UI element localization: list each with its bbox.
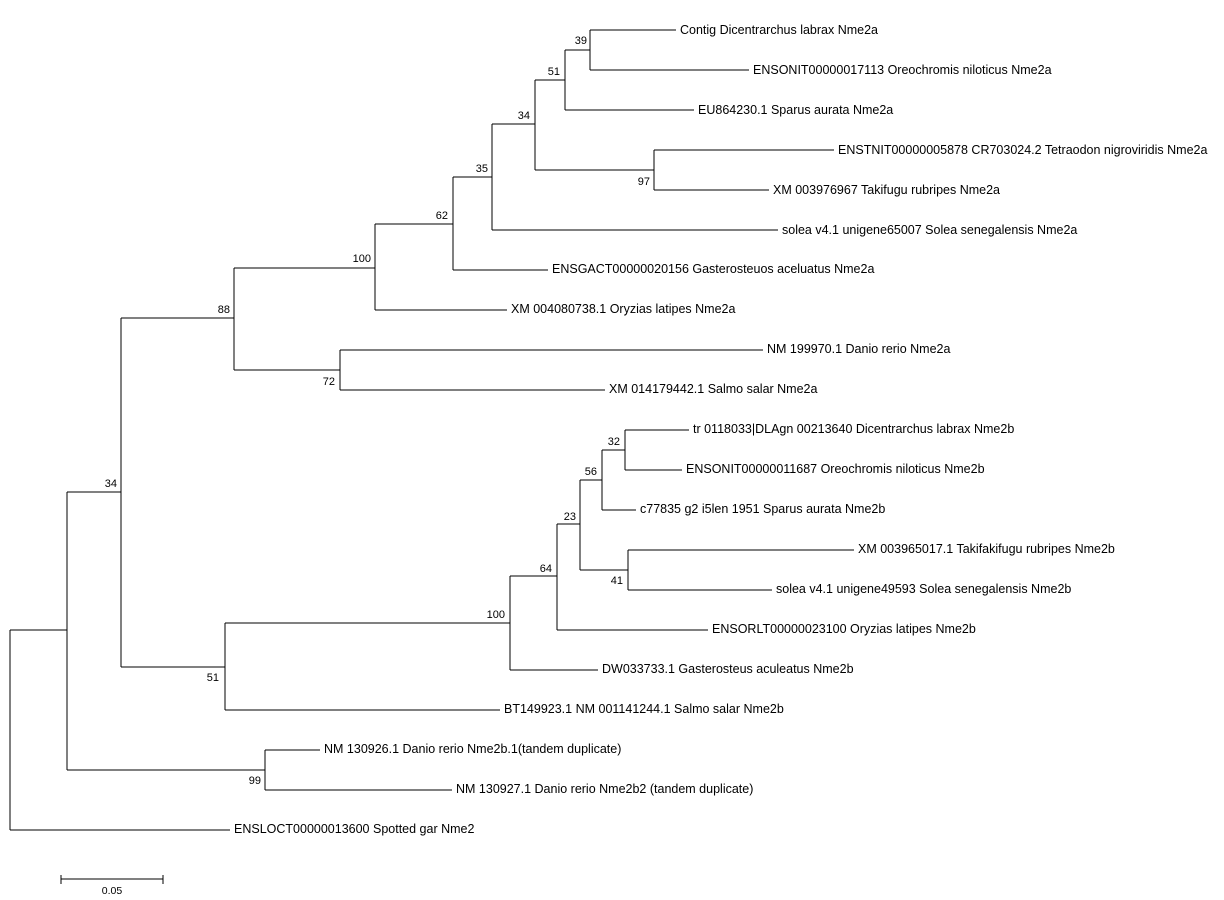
bootstrap-value: 32 xyxy=(608,436,620,448)
bootstrap-value: 64 xyxy=(540,563,552,575)
leaf-label: NM 199970.1 Danio rerio Nme2a xyxy=(767,342,950,356)
bootstrap-value: 23 xyxy=(564,511,576,523)
leaf-label: solea v4.1 unigene49593 Solea senegalens… xyxy=(776,582,1071,596)
bootstrap-value: 99 xyxy=(249,775,261,787)
bootstrap-value: 56 xyxy=(585,466,597,478)
leaf-label: ENSTNIT00000005878 CR703024.2 Tetraodon … xyxy=(838,143,1207,157)
bootstrap-value: 34 xyxy=(518,110,530,122)
bootstrap-value: 100 xyxy=(487,609,505,621)
bootstrap-value: 100 xyxy=(353,253,371,265)
leaf-label: ENSORLT00000023100 Oryzias latipes Nme2b xyxy=(712,622,976,636)
leaf-label: ENSONIT00000017113 Oreochromis niloticus… xyxy=(753,63,1052,77)
bootstrap-value: 39 xyxy=(575,35,587,47)
leaf-label: tr 0118033|DLAgn 00213640 Dicentrarchus … xyxy=(693,422,1014,436)
bootstrap-value: 72 xyxy=(323,376,335,388)
bootstrap-values: 39 51 34 97 35 62 100 88 72 32 56 23 41 … xyxy=(105,35,650,787)
scale-bar: 0.05 xyxy=(60,875,164,897)
leaf-label: c77835 g2 i5len 1951 Sparus aurata Nme2b xyxy=(640,502,885,516)
leaf-label: DW033733.1 Gasterosteus aculeatus Nme2b xyxy=(602,662,854,676)
leaf-label: XM 003965017.1 Takifakifugu rubripes Nme… xyxy=(858,542,1115,556)
leaf-label: NM 130926.1 Danio rerio Nme2b.1(tandem d… xyxy=(324,742,621,756)
bootstrap-value: 34 xyxy=(105,478,117,490)
leaf-labels: Contig Dicentrarchus labrax Nme2a ENSONI… xyxy=(234,23,1207,836)
leaf-label: XM 003976967 Takifugu rubripes Nme2a xyxy=(773,183,1000,197)
leaf-label: XM 004080738.1 Oryzias latipes Nme2a xyxy=(511,302,735,316)
bootstrap-value: 51 xyxy=(548,66,560,78)
leaf-label: XM 014179442.1 Salmo salar Nme2a xyxy=(609,382,818,396)
bootstrap-value: 51 xyxy=(207,672,219,684)
bootstrap-value: 62 xyxy=(436,210,448,222)
leaf-label: ENSONIT00000011687 Oreochromis niloticus… xyxy=(686,462,985,476)
bootstrap-value: 41 xyxy=(611,575,623,587)
leaf-label: EU864230.1 Sparus aurata Nme2a xyxy=(698,103,893,117)
bootstrap-value: 88 xyxy=(218,304,230,316)
leaf-label: BT149923.1 NM 001141244.1 Salmo salar Nm… xyxy=(504,702,784,716)
leaf-label: NM 130927.1 Danio rerio Nme2b2 (tandem d… xyxy=(456,782,753,796)
leaf-label: ENSLOCT00000013600 Spotted gar Nme2 xyxy=(234,822,474,836)
bootstrap-value: 35 xyxy=(476,163,488,175)
leaf-label: Contig Dicentrarchus labrax Nme2a xyxy=(680,23,878,37)
tree-branches xyxy=(9,29,854,831)
scale-bar-label: 0.05 xyxy=(102,885,123,897)
leaf-label: solea v4.1 unigene65007 Solea senegalens… xyxy=(782,223,1077,237)
leaf-label: ENSGACT00000020156 Gasterosteuos aceluat… xyxy=(552,262,874,276)
bootstrap-value: 97 xyxy=(638,176,650,188)
